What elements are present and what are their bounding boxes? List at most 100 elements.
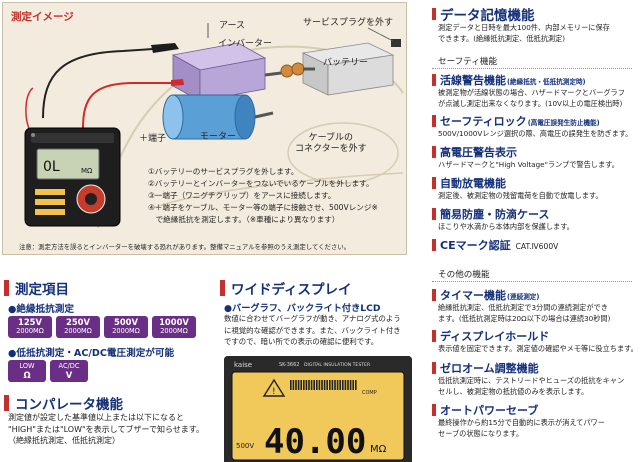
- auto-discharge-description: 測定後、被測定物の残留電荷を自動で放電します。: [438, 191, 603, 200]
- dust-water-heading: 簡易防塵・防滴ケース: [432, 206, 549, 222]
- step-4: ④＋端子をケーブル、モーター等の端子に接触させ、500Vレンジ※: [148, 203, 378, 212]
- lcd-brand: kaise: [234, 361, 252, 369]
- lcd-bar-segment: [313, 380, 315, 390]
- lcd-bar-segment: [316, 380, 318, 390]
- safety-divider: [432, 68, 632, 69]
- range-250v-button: 250V 2000MΩ: [56, 316, 100, 338]
- lcd-bar-segment: [349, 380, 352, 390]
- ac-dc-volt-button: AC/DC V: [50, 360, 88, 382]
- lcd-digits: 40.00: [264, 422, 366, 462]
- lcd-display: kaise SK-3662 DIGITAL INSULATION TESTER …: [224, 356, 412, 462]
- lcd-bar-segment: [308, 380, 310, 390]
- step-5: で絶縁抵抗を測定します。（※車種により異なります）: [148, 215, 340, 224]
- comparator-heading: コンパレータ機能: [4, 393, 123, 413]
- ce-title: CEマーク認証 CAT.Ⅳ600V: [440, 239, 559, 252]
- range-500v-button: 500V 2000MΩ: [104, 316, 148, 338]
- data-memory-heading: データ記憶機能: [432, 4, 535, 24]
- lcd-bar-segment: [334, 380, 336, 390]
- timer-title: タイマー機能(連続測定): [440, 289, 540, 302]
- low-resistance-buttons: LOW Ω AC/DC V: [8, 360, 88, 382]
- lcd-model: SK-3662: [279, 362, 299, 368]
- display-hold-description: 表示値を固定できます。測定値の確認やメモ等に役立ちます。: [438, 344, 638, 353]
- insulation-range-buttons: 125V 2000MΩ 250V 2000MΩ 500V 2000MΩ 1000…: [8, 316, 196, 338]
- step-3: ③一端子（ワニグチクリップ）をアースに接続します。: [148, 191, 336, 200]
- lcd-bar-segment: [342, 380, 344, 390]
- service-plug: [391, 39, 401, 47]
- lcd-bar-segment: [305, 380, 308, 390]
- low-resistance-subtitle: ●低抵抗測定・AC/DC電圧測定が可能: [8, 348, 175, 359]
- wide-display-title: ワイドディスプレイ: [231, 282, 352, 298]
- timer-description: 絶縁抵抗測定、低抵抗測定で3分間の連続測定ができ ます。(低抵抗測定時は20Ω以…: [438, 303, 611, 323]
- hazard-icon: [262, 378, 286, 397]
- label-battery: バッテリー: [323, 58, 369, 68]
- comparator-description: 測定値が設定した基準値以上または以下になると "HIGH"または"LOW"を表示…: [8, 413, 205, 445]
- lcd-bar-segment: [303, 380, 305, 390]
- safety-lock-description: 500V/1000Vレンジ選択の際、高電圧の誤発生を防ぎます。: [438, 129, 633, 138]
- live-warning-title: 活線警告機能(絶縁抵抗・低抵抗測定時): [440, 74, 586, 87]
- lcd-bar-segment: [292, 380, 295, 390]
- other-group-label: その他の機能: [438, 270, 490, 280]
- lcd-bar-segment: [347, 380, 349, 390]
- lcd-bargraph: [290, 380, 357, 390]
- wide-display-heading: ワイドディスプレイ: [220, 278, 352, 298]
- measurement-steps: ①バッテリーのサービスプラグを外します。 ②バッテリーとインバーターをつないでい…: [148, 166, 406, 226]
- hv-warning-heading: 高電圧警告表示: [432, 144, 517, 160]
- illustration-title: 測定イメージ: [11, 11, 74, 23]
- live-warning-description: 被測定物が活線状態の場合、ハザードマークとバーグラフ が点滅し測定出来なくなりま…: [438, 88, 625, 108]
- meter-reading: 0L: [43, 159, 60, 175]
- lcd-bar-segment: [344, 380, 347, 390]
- data-memory-title: データ記憶機能: [440, 8, 535, 24]
- label-plus-terminal: ＋端子: [139, 134, 167, 144]
- lcd-comp-label: COMP: [362, 390, 377, 396]
- auto-power-title: オートパワーセーブ: [440, 404, 539, 417]
- low-ohm-button: LOW Ω: [8, 360, 46, 382]
- black-clip: [151, 43, 179, 53]
- lcd-unit: MΩ: [370, 444, 387, 455]
- safety-lock-heading: セーフティロック(高電圧誤発生防止機能): [432, 113, 600, 129]
- red-test-lead: [82, 82, 173, 129]
- lcd-bar-segment: [295, 380, 297, 390]
- hv-warning-title: 高電圧警告表示: [440, 146, 517, 159]
- wide-display-description: 数値に合わせてバーグラフが動き、アナログ式のよう に視覚的な確認ができます。また…: [224, 314, 401, 346]
- lcd-bar-segment: [323, 380, 326, 390]
- timer-heading: タイマー機能(連続測定): [432, 287, 539, 303]
- label-inverter: インバーター: [218, 39, 273, 49]
- zero-ohm-title: ゼロオーム調整機能: [440, 362, 539, 375]
- dust-water-title: 簡易防塵・防滴ケース: [440, 208, 550, 221]
- measurement-diagram: 0L MΩ: [24, 23, 404, 229]
- label-motor: モーター: [200, 132, 237, 142]
- lcd-bar-segment: [310, 380, 313, 390]
- comparator-title: コンパレータ機能: [15, 397, 123, 413]
- ce-heading: CEマーク認証 CAT.Ⅳ600V: [432, 237, 558, 253]
- ce-cat: CAT.Ⅳ600V: [515, 242, 559, 251]
- black-test-lead: [42, 48, 154, 119]
- svg-text:!: !: [272, 387, 276, 397]
- label-service-plug: サービスプラグを外す: [303, 18, 394, 28]
- connector-cable: [264, 62, 315, 78]
- range-1000v-button: 1000V 2000MΩ: [152, 316, 196, 338]
- display-hold-heading: ディスプレイホールド: [432, 328, 549, 344]
- lcd-bar-segment: [300, 380, 302, 390]
- battery-box: [301, 39, 401, 96]
- lcd-caption: DIGITAL INSULATION TESTER: [304, 362, 371, 368]
- measure-title: 測定項目: [15, 282, 69, 298]
- auto-power-heading: オートパワーセーブ: [432, 402, 538, 418]
- other-divider: [432, 281, 632, 282]
- auto-discharge-heading: 自動放電機能: [432, 175, 506, 191]
- data-memory-description: 測定データと日時を最大100件、内部メモリーに保存 できます。(絶縁抵抗測定、低…: [438, 23, 610, 43]
- auto-discharge-title: 自動放電機能: [440, 177, 506, 190]
- safety-group-label: セーフティ機能: [438, 57, 498, 67]
- zero-ohm-heading: ゼロオーム調整機能: [432, 360, 539, 376]
- range-125v-button: 125V 2000MΩ: [8, 316, 52, 338]
- auto-power-description: 最終操作から約15分で自動的に表示が消えてパワー セーブの状態になります。: [438, 418, 605, 438]
- hv-warning-description: ハザードマークと"High Voltage"ランプで警告します。: [438, 160, 619, 169]
- lcd-bar-segment: [336, 380, 339, 390]
- car-wheel-arch: [287, 122, 399, 184]
- caution-note: 注意：測定方法を誤るとインバーターを破壊する恐れがあります。整備マニュアルを参照…: [19, 243, 351, 251]
- step-1: ①バッテリーのサービスプラグを外します。: [148, 167, 299, 176]
- lcd-bar-segment: [355, 380, 357, 390]
- measurement-illustration: 測定イメージ: [2, 2, 407, 255]
- label-cable-connector: ケーブルの コネクターを外す: [295, 133, 367, 154]
- lcd-bar-segment: [321, 380, 323, 390]
- safety-lock-title: セーフティロック(高電圧誤発生防止機能): [440, 115, 600, 128]
